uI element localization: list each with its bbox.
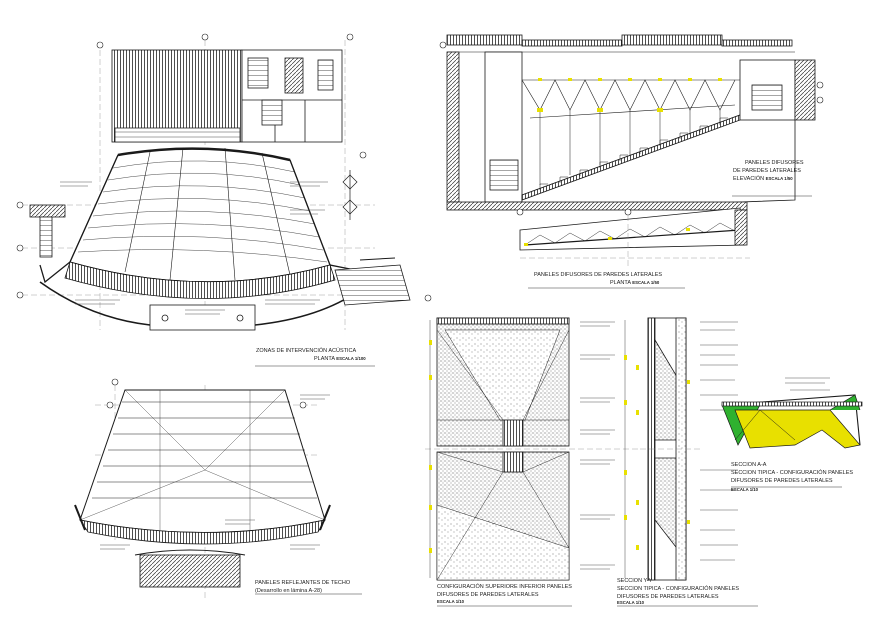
elevation-drawing: [439, 34, 824, 216]
seccion-yy-title-3: DIFUSORES DE PAREDES LATERALES: [617, 594, 719, 600]
paneles-dif-planta-label: PLANTA: [610, 280, 631, 286]
paneles-dif-title-1: PANELES DIFUSORES: [745, 160, 804, 166]
config-panels-drawing: [425, 317, 640, 581]
paneles-dif-elev: ELEVACIÓN ESCALA 1/50: [733, 176, 793, 182]
paneles-dif-elev-label: ELEVACIÓN: [733, 176, 765, 182]
diffuser-plan-yellow: [524, 228, 690, 246]
seccion-yy-title-1: SECCION Y-Y: [617, 578, 653, 584]
seccion-aa-title-3: DIFUSORES DE PAREDES LATERALES: [731, 478, 833, 484]
paneles-dif-elev-scale: ESCALA 1/50: [765, 176, 793, 181]
config-yellow-marks: [429, 340, 627, 553]
seccion-aa-title-1: SECCION A-A: [731, 462, 767, 468]
paneles-dif-planta: PLANTA ESCALA 1/50: [610, 280, 659, 286]
zonas-title: ZONAS DE INTERVENCIÓN ACÚSTICA: [256, 348, 357, 354]
techo-sub: (Desarrollo en lámina A-28): [255, 588, 322, 594]
zonas-scale: ESCALA 1/100: [336, 356, 366, 361]
config-scale: ESCALA 1/10: [437, 599, 465, 604]
seccion-yy-title-2: SECCION TIPICA - CONFIGURACIÓN PANELES: [617, 586, 740, 592]
stage-area: [111, 49, 243, 143]
config-title-2: DIFUSORES DE PAREDES LATERALES: [437, 592, 539, 598]
plan-drawing: [16, 33, 432, 331]
paneles-dif-planta-title: PANELES DIFUSORES DE PAREDES LATERALES: [534, 272, 663, 278]
diffuser-plan-drawing: [519, 207, 750, 268]
section-aa-drawing: [721, 377, 863, 449]
elevation-yellow-marks: [537, 78, 722, 112]
zonas-planta: PLANTA ESCALA 1/100: [314, 356, 366, 362]
diffuser-zigzag: [521, 79, 740, 119]
section-yy-drawing: [640, 317, 738, 581]
techo-title: PANELES REFLEJANTES DE TECHO: [255, 580, 351, 586]
seccion-yy-scale: ESCALA 1/10: [617, 600, 645, 605]
section-yy-yellow: [636, 365, 690, 550]
seccion-aa-title-2: SECCION TIPICA - CONFIGURACIÓN PANELES: [731, 470, 854, 476]
paneles-dif-title-2: DE PAREDES LATERALES: [733, 168, 801, 174]
seccion-aa-scale: ESCALA 1/10: [731, 487, 759, 492]
zonas-planta-label: PLANTA: [314, 356, 335, 362]
seating-fan: [69, 148, 331, 283]
plan-axis-bubbles: [16, 33, 432, 302]
ceiling-drawing: [74, 378, 331, 600]
paneles-dif-planta-scale: ESCALA 1/50: [632, 280, 660, 285]
title-underlines: [255, 195, 842, 607]
plan-diamond-icons: [342, 170, 358, 220]
ceiling-outline: [79, 389, 326, 533]
config-title-1: CONFIGURACIÓN SUPERIORE INFERIOR PANELES: [437, 584, 572, 590]
